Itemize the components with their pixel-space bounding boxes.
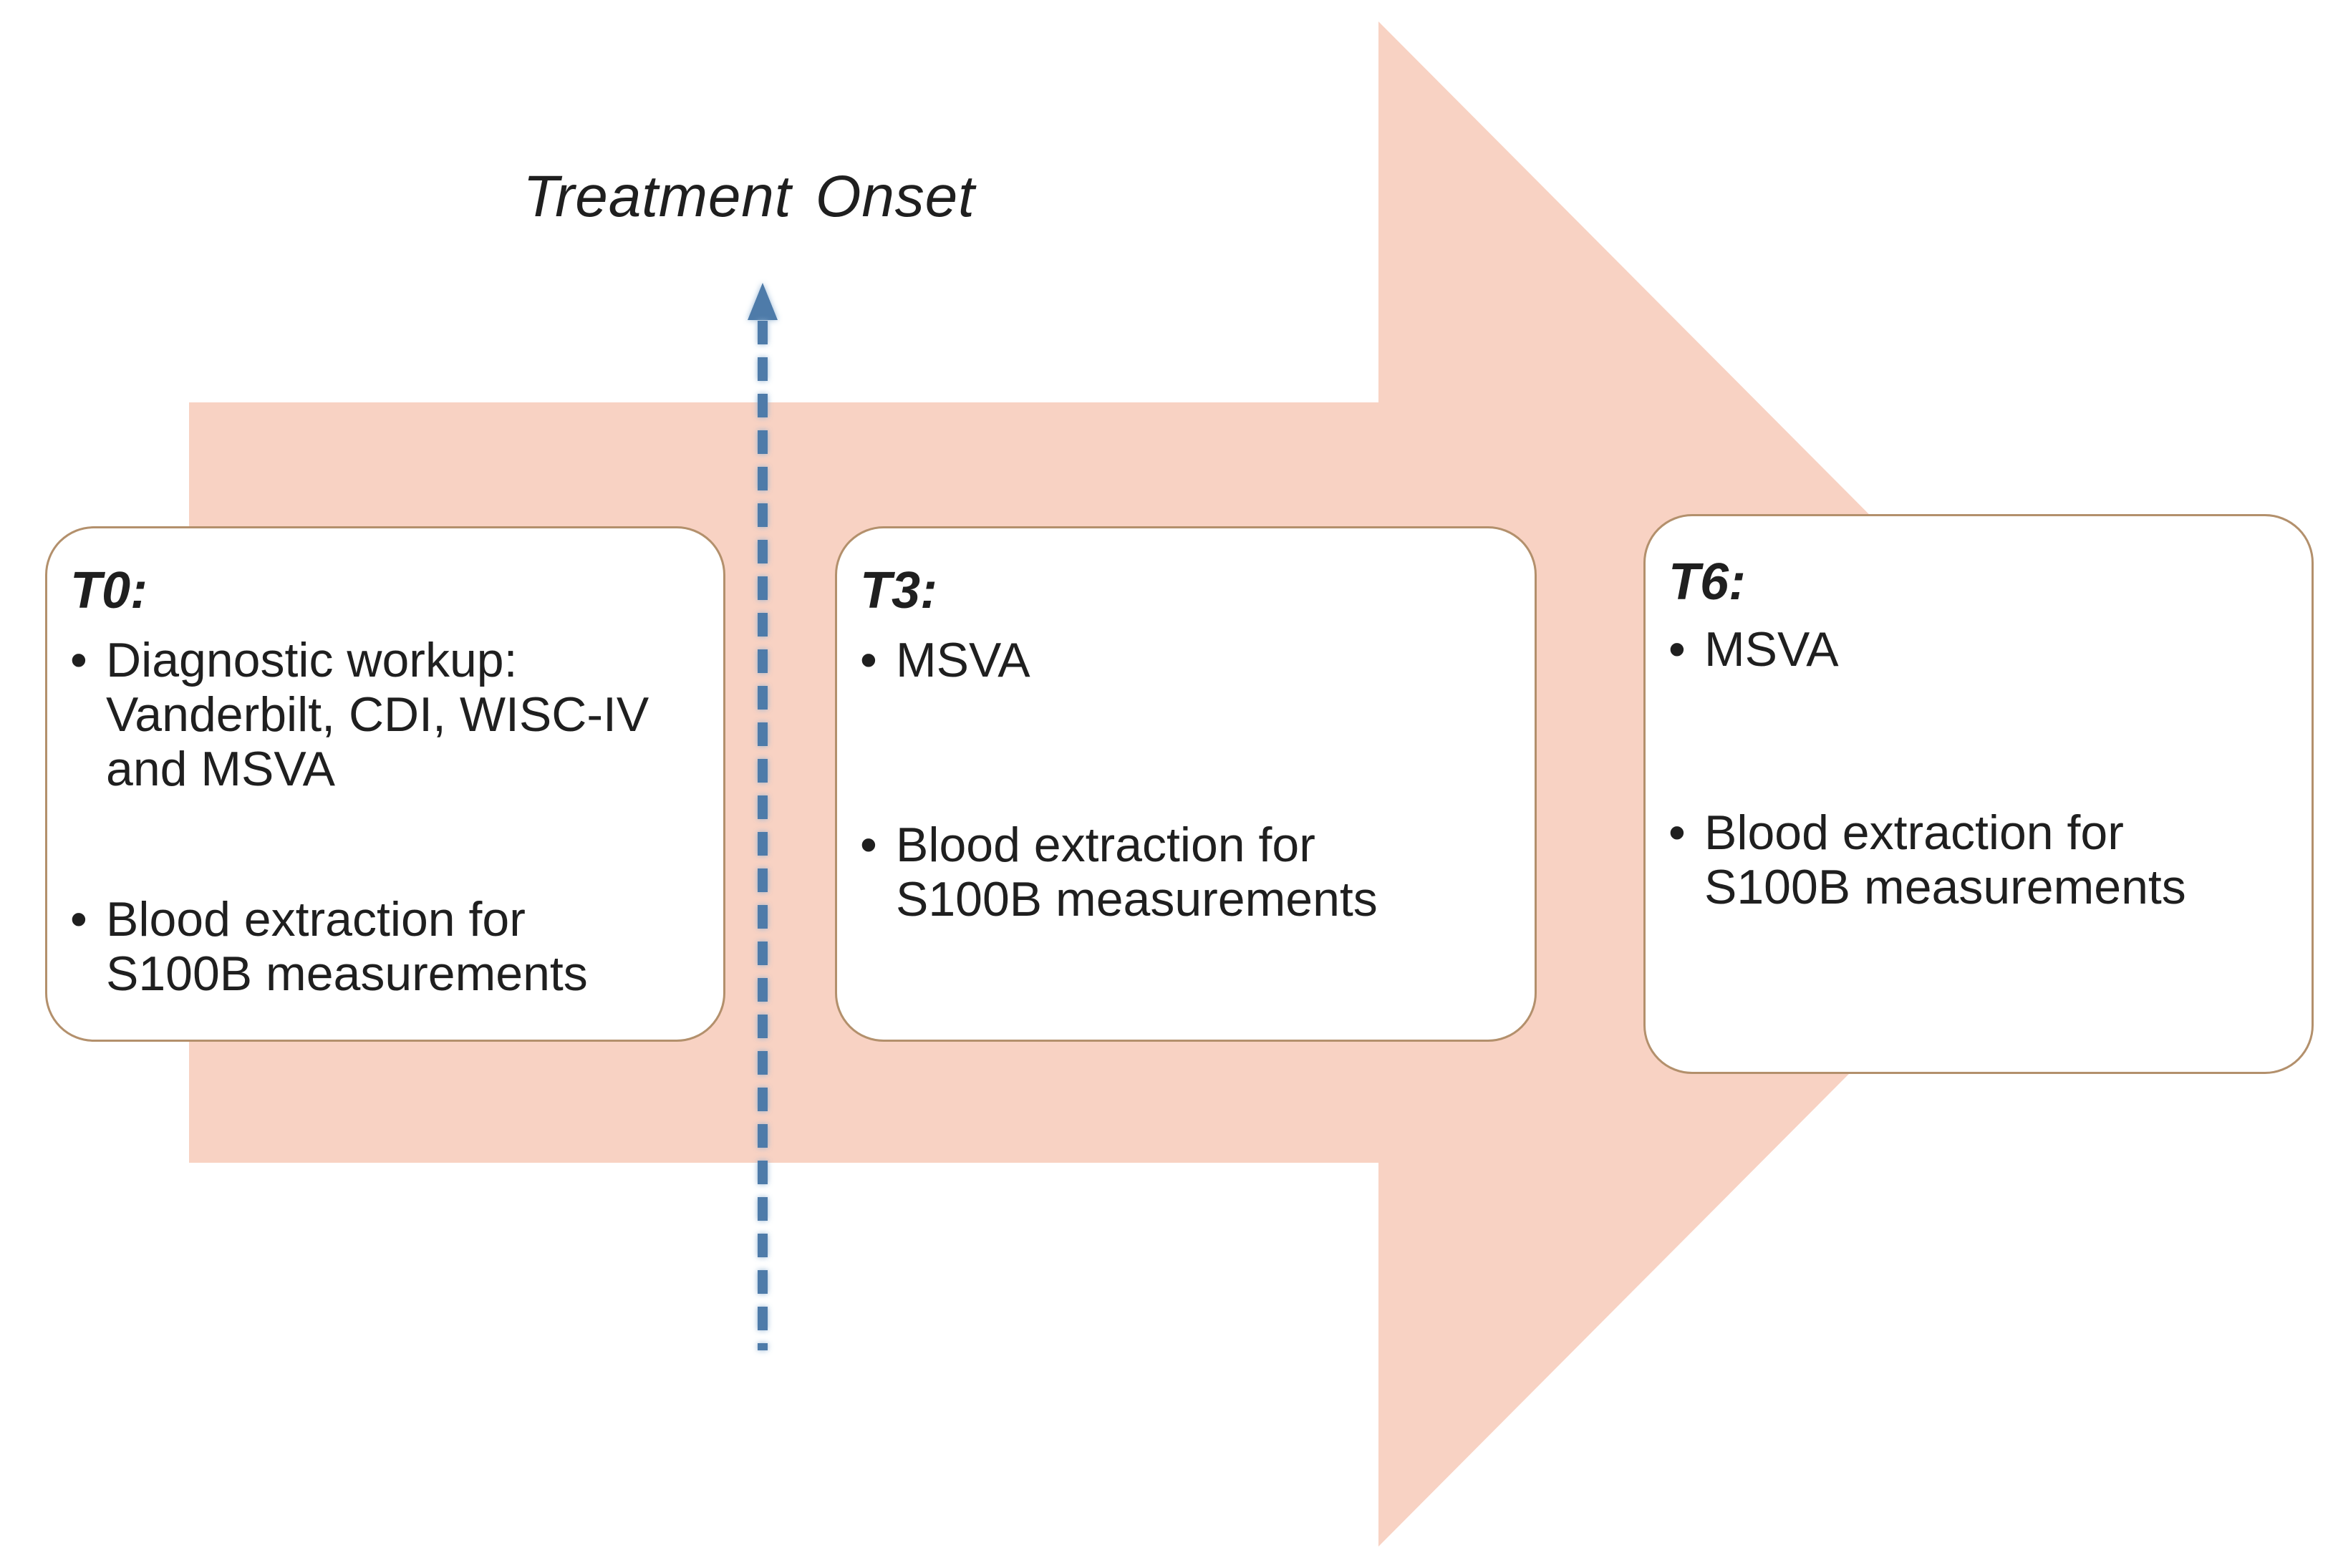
timepoint-heading: T0: (70, 562, 148, 619)
bullet-text: Blood extraction for S100B measurements (1704, 805, 2186, 914)
bullet-item: • MSVA (860, 633, 1506, 687)
bullet-icon: • (1668, 805, 1686, 860)
bullet-icon: • (860, 818, 877, 872)
bullet-icon: • (70, 633, 87, 687)
timepoint-box-t0: T0: • Diagnostic workup: Vanderbilt, CDI… (45, 526, 725, 1042)
bullet-icon: • (860, 633, 877, 687)
timepoint-box-t6: T6: • MSVA • Blood extraction for S100B … (1643, 514, 2314, 1074)
bullet-text: Diagnostic workup: Vanderbilt, CDI, WISC… (106, 633, 649, 796)
bullet-item: • MSVA (1668, 622, 2283, 677)
bullet-text: Blood extraction for S100B measurements (896, 818, 1378, 926)
up-arrowhead-icon (748, 283, 778, 320)
timepoint-heading: T3: (860, 562, 937, 619)
timepoint-heading: T6: (1668, 553, 1746, 611)
bullet-icon: • (1668, 622, 1686, 677)
bullet-text: MSVA (1704, 622, 1839, 677)
bullet-item: • Blood extraction for S100B measurement… (1668, 805, 2283, 914)
bullet-item: • Blood extraction for S100B measurement… (70, 892, 695, 1001)
dashed-line (758, 321, 768, 1350)
treatment-onset-label: Treatment Onset (523, 164, 975, 229)
bullet-item: • Blood extraction for S100B measurement… (860, 818, 1506, 926)
bullet-icon: • (70, 892, 87, 947)
bullet-text: MSVA (896, 633, 1030, 687)
bullet-item: • Diagnostic workup: Vanderbilt, CDI, WI… (70, 633, 695, 796)
timepoint-box-t3: T3: • MSVA • Blood extraction for S100B … (835, 526, 1537, 1042)
bullet-text: Blood extraction for S100B measurements (106, 892, 588, 1001)
